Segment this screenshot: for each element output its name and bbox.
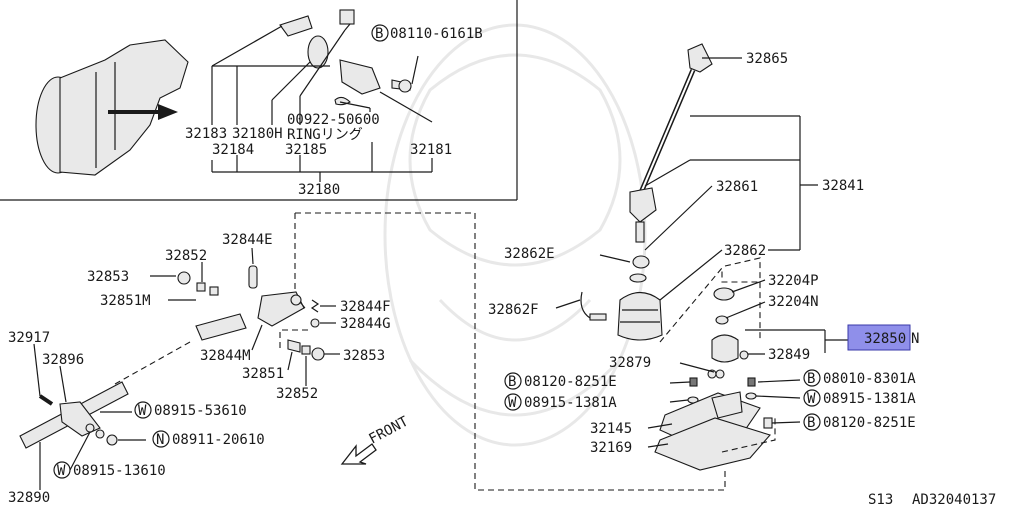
shift-lever-assembly bbox=[580, 43, 713, 341]
right-w1-label: 08915-1381A bbox=[524, 395, 617, 411]
right-labels: 32204P 32204N 32850 N 32849 32879 B 0812… bbox=[504, 273, 919, 456]
selected-part-number[interactable]: 32850 bbox=[864, 331, 906, 347]
upper-labels: 32865 32861 32841 32862 32862E 32862F bbox=[488, 51, 864, 318]
right-b2-label: 08010-8301A bbox=[823, 371, 916, 387]
right-b3-label: 08120-8251E bbox=[823, 415, 916, 431]
inset-p5-label: 32181 bbox=[410, 142, 452, 158]
left-p9-label: 32851 bbox=[242, 366, 284, 382]
right-leaders bbox=[647, 279, 848, 448]
left-p5-label: 32844F bbox=[340, 299, 391, 315]
marker-bolt: B bbox=[375, 26, 383, 42]
upper-leaders bbox=[555, 57, 818, 309]
right-p1-label: 32204P bbox=[768, 273, 819, 289]
inset-p2-label: 32180H bbox=[232, 126, 283, 142]
left-p12-label: 32896 bbox=[42, 352, 84, 368]
inset-leaders bbox=[211, 23, 433, 182]
left-p6-label: 32844G bbox=[340, 316, 391, 332]
inset-p6-label: 32180 bbox=[298, 182, 340, 198]
clip-label: 32862E bbox=[504, 246, 555, 262]
inset-p1-label: 32183 bbox=[185, 126, 227, 142]
front-label: FRONT bbox=[366, 413, 411, 447]
arrow-icon bbox=[108, 104, 178, 120]
lower-right-parts bbox=[654, 257, 773, 471]
dashed-regions bbox=[279, 212, 776, 491]
left-p2-label: 32852 bbox=[165, 248, 207, 264]
inset-p4-label: 32185 bbox=[285, 142, 327, 158]
left-p8-label: 32853 bbox=[343, 348, 385, 364]
footer-code: S13 bbox=[868, 492, 893, 508]
left-p1-label: 32844E bbox=[222, 232, 273, 248]
marker-bolt-b2: B bbox=[807, 371, 815, 387]
left-linkage-parts bbox=[19, 265, 325, 449]
inset-p3-label: 32184 bbox=[212, 142, 254, 158]
marker-washer-lw1: W bbox=[138, 403, 147, 419]
spring-label: 32862F bbox=[488, 302, 539, 318]
marker-washer-w1: W bbox=[508, 395, 517, 411]
left-p11-label: 32917 bbox=[8, 330, 50, 346]
inset-c1-label: 08110-6161B bbox=[390, 26, 483, 42]
watermark-emblem bbox=[383, 23, 647, 447]
inset-ring-label: 00922-50600 bbox=[287, 112, 380, 128]
left-w2-label: 08915-13610 bbox=[73, 463, 166, 479]
front-direction: FRONT bbox=[340, 413, 412, 465]
marker-washer-lw2: W bbox=[57, 463, 66, 479]
left-w1-label: 08915-53610 bbox=[154, 403, 247, 419]
marker-bolt-b3: B bbox=[807, 415, 815, 431]
knob-label: 32865 bbox=[746, 51, 788, 67]
right-p5-label: 32145 bbox=[590, 421, 632, 437]
marker-bolt-b1: B bbox=[508, 374, 516, 390]
footer-ref: AD32040137 bbox=[912, 492, 996, 508]
group-label: 32841 bbox=[822, 178, 864, 194]
marker-washer-w2: W bbox=[807, 391, 816, 407]
inset-parts bbox=[279, 9, 412, 106]
left-p13-label: 32890 bbox=[8, 490, 50, 506]
right-b1-label: 08120-8251E bbox=[524, 374, 617, 390]
left-leaders bbox=[33, 247, 340, 490]
selected-part-highlight[interactable] bbox=[847, 324, 911, 351]
inset-ring-text: RINGリング bbox=[287, 127, 363, 143]
left-p4-label: 32851M bbox=[100, 293, 151, 309]
transmission-icon bbox=[35, 39, 189, 176]
right-p6-label: 32169 bbox=[590, 440, 632, 456]
inset-box bbox=[0, 0, 518, 201]
right-p3-label: 32849 bbox=[768, 347, 810, 363]
left-p3-label: 32853 bbox=[87, 269, 129, 285]
selected-part-suffix: N bbox=[911, 331, 919, 347]
right-p2-label: 32204N bbox=[768, 294, 819, 310]
right-w2-label: 08915-1381A bbox=[823, 391, 916, 407]
left-p7-label: 32844M bbox=[200, 348, 251, 364]
lever-label: 32862 bbox=[724, 243, 766, 259]
left-labels: 32844E 32852 32853 32851M 32844F 32844G … bbox=[8, 232, 391, 506]
marker-nut: N bbox=[156, 432, 164, 448]
left-n1-label: 08911-20610 bbox=[172, 432, 265, 448]
inset-labels: B 08110-6161B 00922-50600 RINGリング 32183 … bbox=[185, 24, 483, 198]
right-p4-label: 32879 bbox=[609, 355, 651, 371]
boot-label: 32861 bbox=[716, 179, 758, 195]
left-p10-label: 32852 bbox=[276, 386, 318, 402]
